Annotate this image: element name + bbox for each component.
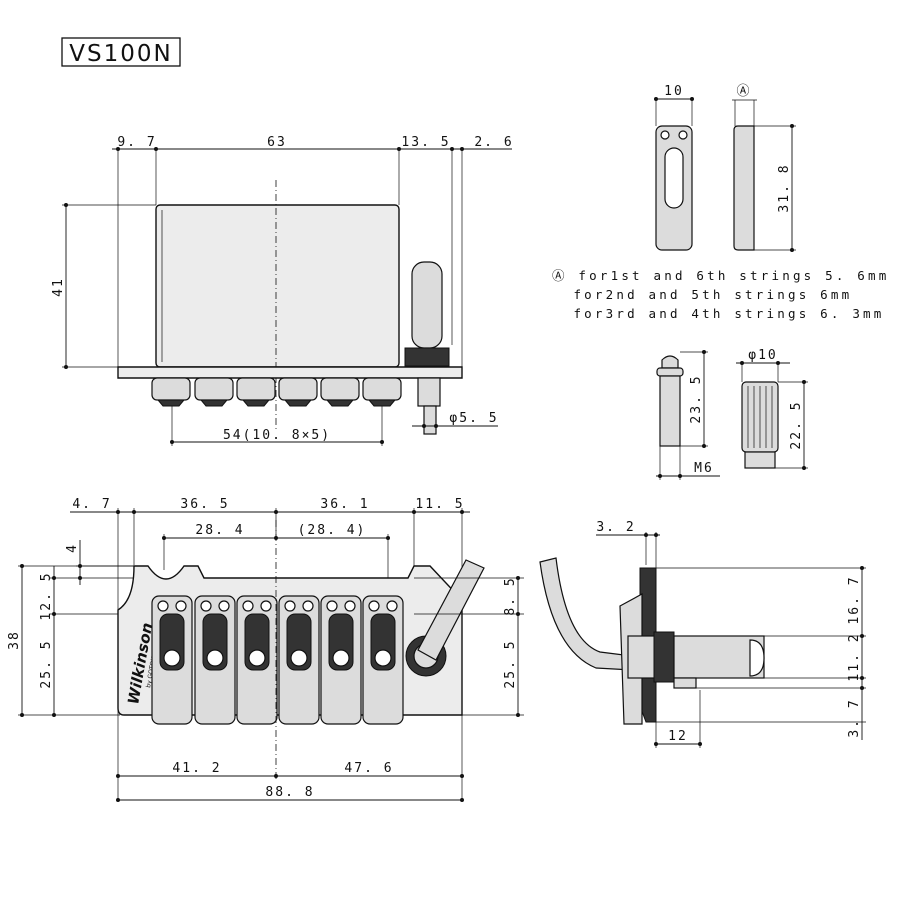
dim-63: 63 (267, 135, 287, 150)
dim-88-8: 88. 8 (265, 785, 314, 800)
saddle-screws (151, 377, 402, 407)
dim-3-7: 3. 7 (847, 698, 862, 737)
dim-11-5: 11. 5 (415, 497, 464, 512)
dim-post-dia: φ5. 5 (449, 411, 498, 426)
dim-saddle-length: 31. 8 (777, 163, 792, 212)
page-title: VS100N (69, 41, 172, 67)
top-view: 9. 7 63 13. 5 2. 6 41 (51, 135, 513, 446)
dim-36-1: 36. 1 (320, 497, 369, 512)
dim-12-5: 12. 5 (39, 571, 54, 620)
dim-3-2: 3. 2 (596, 520, 635, 535)
dim-8-5: 8. 5 (503, 576, 518, 615)
dim-41: 41 (51, 277, 66, 297)
arm-post (404, 261, 450, 435)
tremolo-arm (405, 559, 485, 677)
dim-36-5: 36. 5 (180, 497, 229, 512)
dim-28-4: 28. 4 (195, 523, 244, 538)
dim-4-7: 4. 7 (72, 497, 111, 512)
dim-25-5-left: 25. 5 (39, 639, 54, 688)
dim-38: 38 (7, 630, 22, 650)
dim-13-5: 13. 5 (401, 135, 450, 150)
dim-16-7: 16. 7 (847, 575, 862, 624)
dim-11-2: 11. 2 (847, 632, 862, 681)
dim-9-7: 9. 7 (117, 135, 156, 150)
dim-bushing-length: 22. 5 (789, 400, 804, 449)
dim-54: 54(10. 8×5) (223, 428, 331, 443)
dim-saddle-width: 10 (664, 84, 684, 99)
front-view: 4. 7 36. 5 36. 1 11. 5 28. 4 (28. 4) 4 1… (7, 497, 524, 802)
dim-stud-length: 23. 5 (689, 374, 704, 423)
saddle-detail: 10 Ⓐ 31. 8 (654, 84, 796, 252)
dim-2-6: 2. 6 (474, 135, 513, 150)
dim-25-5-right: 25. 5 (503, 639, 518, 688)
dim-47-6: 47. 6 (344, 761, 393, 776)
note-line-2: for2nd and 5th strings 6mm (552, 287, 852, 302)
stud-detail: 23. 5 M6 φ10 22. 5 (656, 348, 808, 480)
note-line-3: for3rd and 4th strings 6. 3mm (552, 306, 885, 321)
note-line-1: Ⓐ for1st and 6th strings 5. 6mm (552, 268, 889, 283)
dim-41-2: 41. 2 (172, 761, 221, 776)
dim-thread: M6 (694, 461, 714, 476)
dim-bushing-dia: φ10 (748, 348, 777, 363)
dim-4: 4 (65, 543, 80, 553)
saddle-marker: Ⓐ (736, 84, 751, 99)
string-notes: Ⓐ for1st and 6th strings 5. 6mm for2nd a… (552, 268, 889, 321)
saddles (151, 595, 404, 725)
title-box: VS100N (61, 37, 181, 67)
side-view: 3. 2 16. 7 11. 2 3. 7 12 (539, 520, 866, 748)
dim-28-4-ref: (28. 4) (298, 523, 367, 538)
dim-12: 12 (668, 729, 688, 744)
